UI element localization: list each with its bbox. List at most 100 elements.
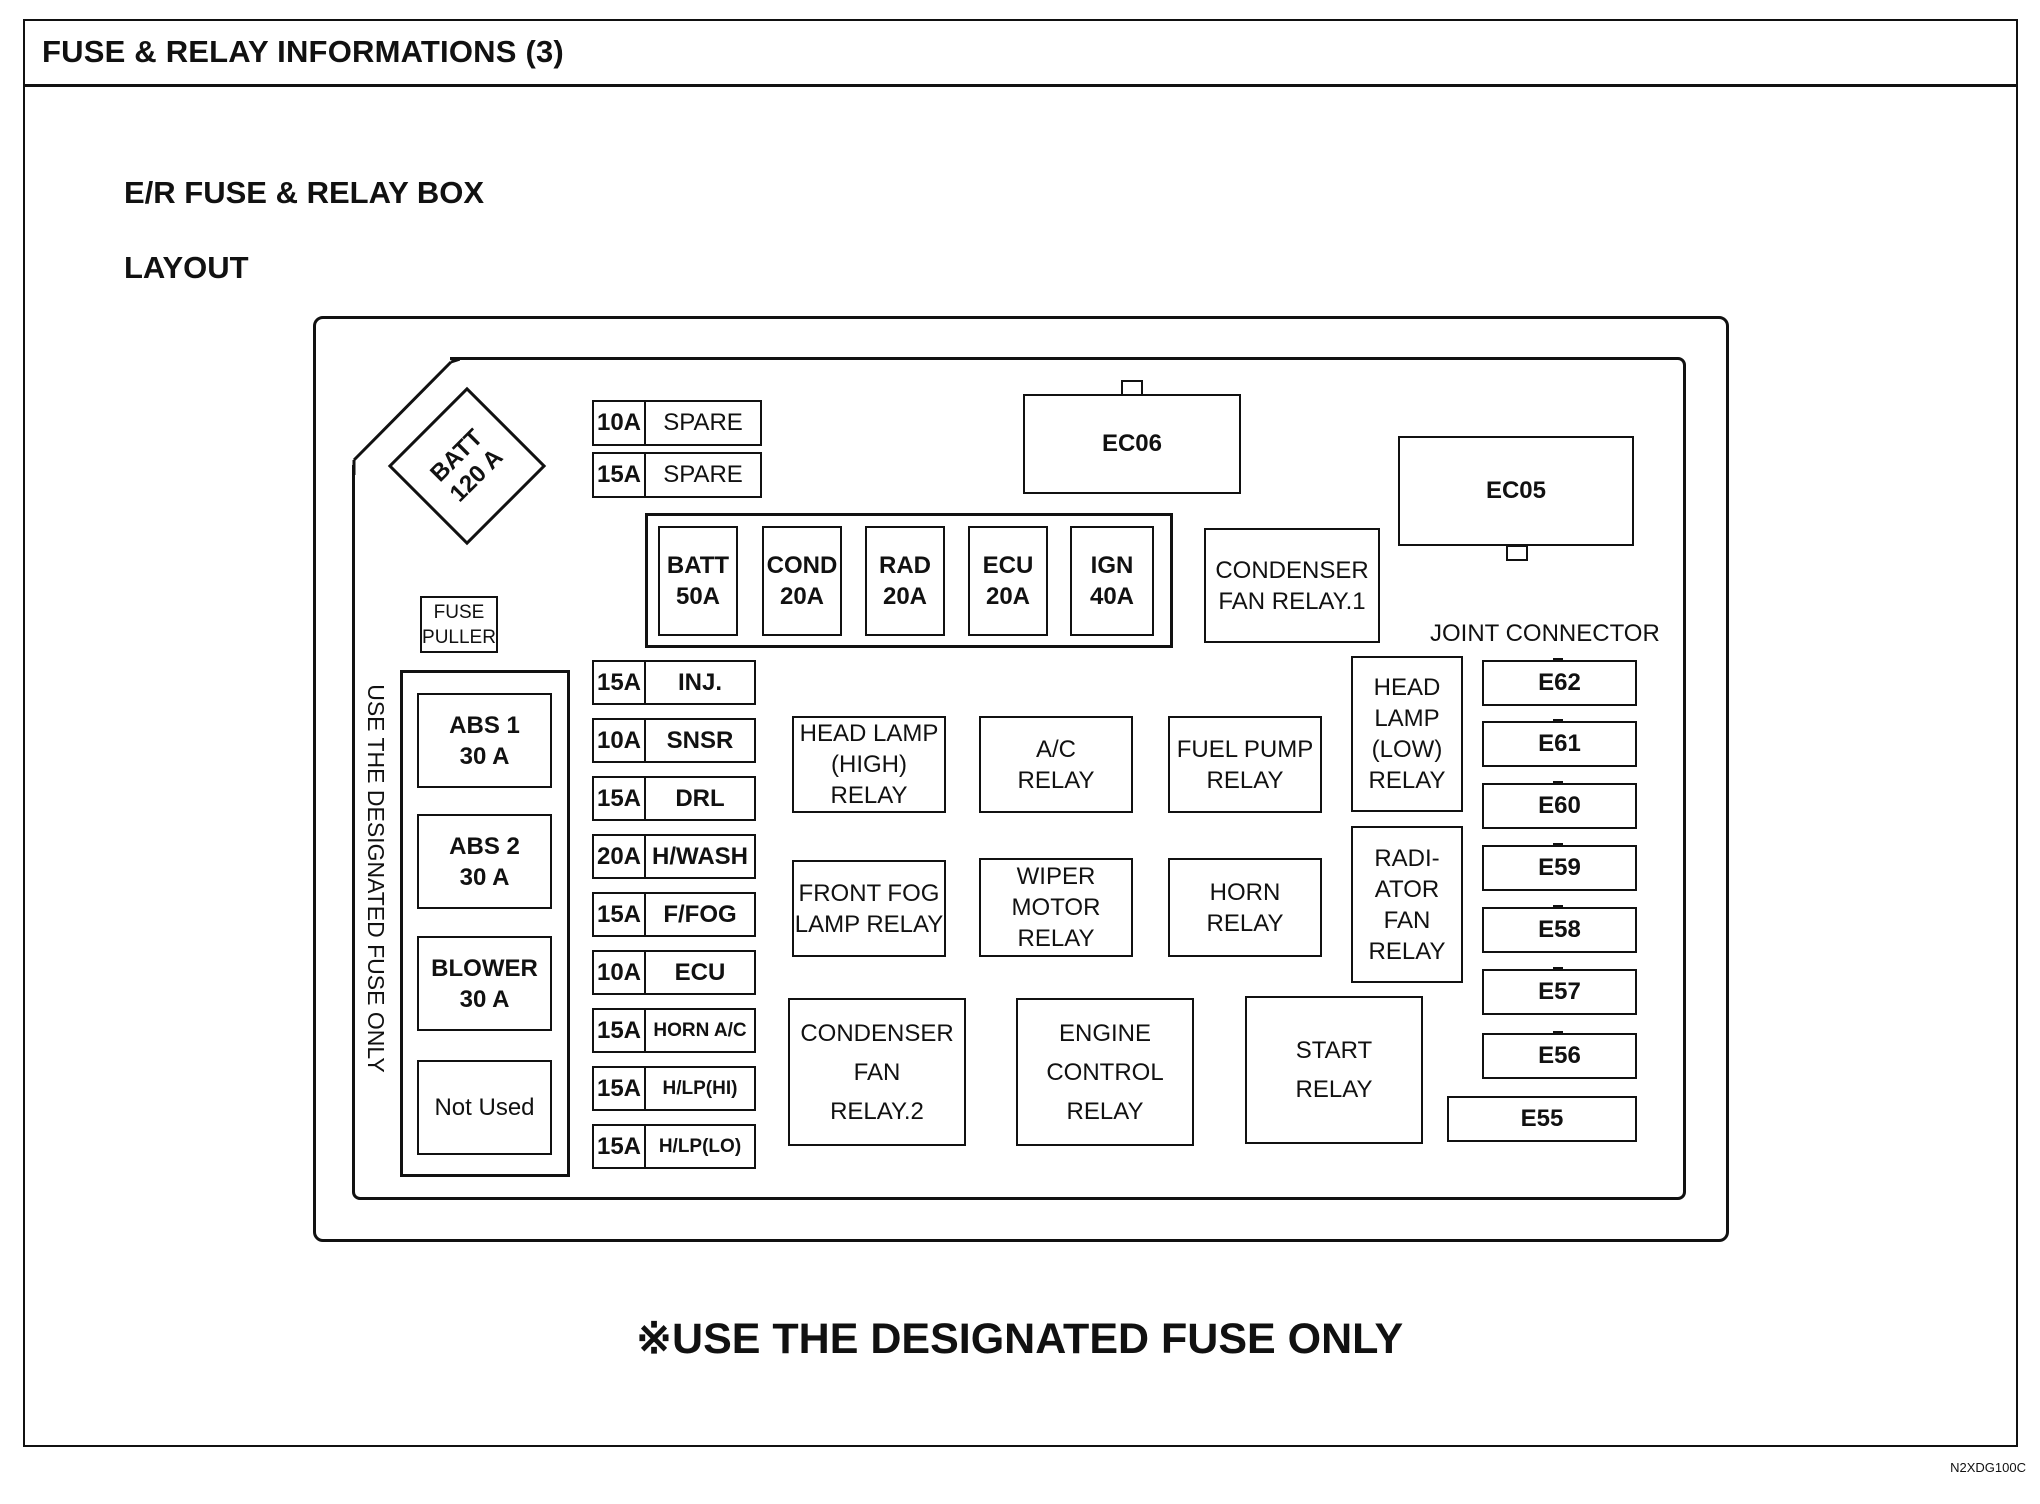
fuse-name: ECU (674, 958, 726, 986)
fusible-link-label: ECU (982, 552, 1034, 579)
fuse-amp: 15A (594, 894, 646, 935)
relay-label-line: HEAD LAMP (799, 720, 939, 747)
fuse-puller: FUSE PULLER (420, 596, 498, 653)
fusible-link-label: COND (766, 552, 838, 579)
fusible-link-label: BATT (666, 552, 730, 579)
joint-connector-e56: E56 (1482, 1033, 1637, 1079)
relay-label-line: WIPER (1016, 863, 1096, 890)
joint-connector-id: E56 (1538, 1042, 1581, 1069)
mini-fuse-hlp-lo: 15A H/LP(LO) (592, 1124, 756, 1169)
joint-connector-id: E57 (1538, 978, 1581, 1005)
condenser-fan-relay-1: CONDENSER FAN RELAY.1 (1204, 528, 1380, 643)
fusible-link-label: IGN (1090, 552, 1134, 579)
relay-label-line: FAN (853, 1058, 901, 1086)
relay-label-line: RELAY (1368, 767, 1446, 794)
relay-label-line: FRONT FOG (798, 879, 940, 907)
page-title: FUSE & RELAY INFORMATIONS (3) (42, 34, 564, 69)
fuse-amp: 15A (594, 1068, 646, 1109)
horn-relay: HORN RELAY (1168, 858, 1322, 957)
head-lamp-high-relay: HEAD LAMP (HIGH) RELAY (792, 716, 946, 813)
relay-label-line: (LOW) (1371, 736, 1443, 763)
abs2-fuse-rating: 30 A (459, 863, 510, 891)
mini-fuse-snsr: 10A SNSR (592, 718, 756, 763)
relay-label-line: HEAD (1373, 674, 1441, 701)
ec06-label: EC06 (1101, 430, 1163, 457)
fuse-amp: 10A (594, 720, 646, 761)
relay-label-line: RELAY (1017, 766, 1095, 794)
ec05-connector: EC05 (1398, 436, 1634, 546)
joint-connector-id: E61 (1538, 730, 1581, 757)
relay-label-line: HORN (1209, 878, 1281, 906)
relay-label-line: ENGINE (1058, 1019, 1151, 1047)
relay-label-line: ATOR (1374, 875, 1440, 903)
relay-label-line: RELAY (1206, 766, 1284, 794)
relay-label-line: FAN RELAY.1 (1218, 587, 1366, 615)
relay-label-line: MOTOR (1011, 894, 1101, 921)
fusible-link-rating: 40A (1089, 583, 1135, 610)
abs1-fuse-rating: 30 A (459, 742, 510, 770)
fuse-amp: 10A (594, 952, 646, 993)
ac-relay: A/C RELAY (979, 716, 1133, 813)
fuse-amp: 15A (594, 778, 646, 819)
fuse-box-inner-outline (352, 357, 1686, 1200)
fuse-amp: 15A (594, 1010, 646, 1051)
joint-connector-e60: E60 (1482, 783, 1637, 829)
fuse-name: SPARE (663, 409, 743, 436)
relay-label-line: CONDENSER (800, 1019, 954, 1047)
joint-connector-id: E60 (1538, 792, 1581, 819)
fuse-name: INJ. (677, 668, 722, 696)
footer-warning-note: ※USE THE DESIGNATED FUSE ONLY (636, 1315, 1404, 1363)
side-note: USE THE DESIGNATED FUSE ONLY (360, 668, 390, 1088)
mini-fuse-horn-ac: 15A HORN A/C (592, 1008, 756, 1053)
fuel-pump-relay: FUEL PUMP RELAY (1168, 716, 1322, 813)
relay-label-line: RELAY (1066, 1097, 1144, 1125)
joint-connector-e59: E59 (1482, 845, 1637, 891)
relay-label-line: RELAY (1295, 1076, 1373, 1103)
joint-connector-id: E58 (1538, 916, 1581, 943)
mini-fuse-hlp-hi: 15A H/LP(HI) (592, 1066, 756, 1111)
head-lamp-low-relay: HEAD LAMP (LOW) RELAY (1351, 656, 1463, 812)
joint-connector-e55: E55 (1447, 1096, 1637, 1142)
joint-connector-id: E59 (1538, 854, 1581, 881)
fuse-name: H/WASH (652, 842, 748, 870)
relay-label-line: CONTROL (1046, 1058, 1164, 1086)
fusible-link-rating: 50A (675, 583, 720, 610)
abs2-fuse-label: ABS 2 (449, 832, 520, 860)
joint-connector-e57: E57 (1482, 969, 1637, 1015)
relay-label-line: CONDENSER (1215, 556, 1369, 584)
mini-fuse-inj: 15A INJ. (592, 660, 756, 705)
fuse-puller-line1: FUSE (433, 601, 485, 623)
relay-label-line: (HIGH) RELAY (830, 751, 908, 809)
relay-label-line: FUEL PUMP (1176, 735, 1314, 763)
relay-label-line: RELAY (1206, 909, 1284, 937)
spare-fuse-15a: 15A SPARE (592, 452, 762, 498)
relay-label-line: A/C (1035, 735, 1076, 763)
fuse-name: F/FOG (663, 900, 737, 928)
fuse-box-outer-outline (313, 316, 1729, 1242)
mini-fuse-ecu: 10A ECU (592, 950, 756, 995)
joint-connector-e58: E58 (1482, 907, 1637, 953)
blower-fuse-label: BLOWER (431, 954, 538, 982)
fuse-puller-line2: PULLER (422, 626, 496, 648)
condenser-fan-relay-2: CONDENSER FAN RELAY.2 (788, 998, 966, 1146)
fuse-name: H/LP(LO) (658, 1135, 742, 1157)
page-frame (23, 19, 2018, 1447)
joint-connector-id: E55 (1520, 1105, 1564, 1132)
relay-label-line: LAMP RELAY (794, 910, 944, 938)
joint-connector-label: JOINT CONNECTOR (1430, 620, 1660, 647)
relay-label-line: RELAY.2 (830, 1097, 924, 1125)
image-code: N2XDG100C (1950, 1460, 2026, 1475)
joint-connector-id: E62 (1538, 669, 1581, 696)
header-rule (23, 84, 2018, 87)
relay-label-line: LAMP (1374, 705, 1440, 732)
section-title: E/R FUSE & RELAY BOX (124, 175, 485, 210)
joint-connector-e61: E61 (1482, 721, 1637, 767)
mini-fuse-f-fog: 15A F/FOG (592, 892, 756, 937)
fusible-link-rating: 20A (882, 583, 928, 610)
mini-fuse-h-wash: 20A H/WASH (592, 834, 756, 879)
